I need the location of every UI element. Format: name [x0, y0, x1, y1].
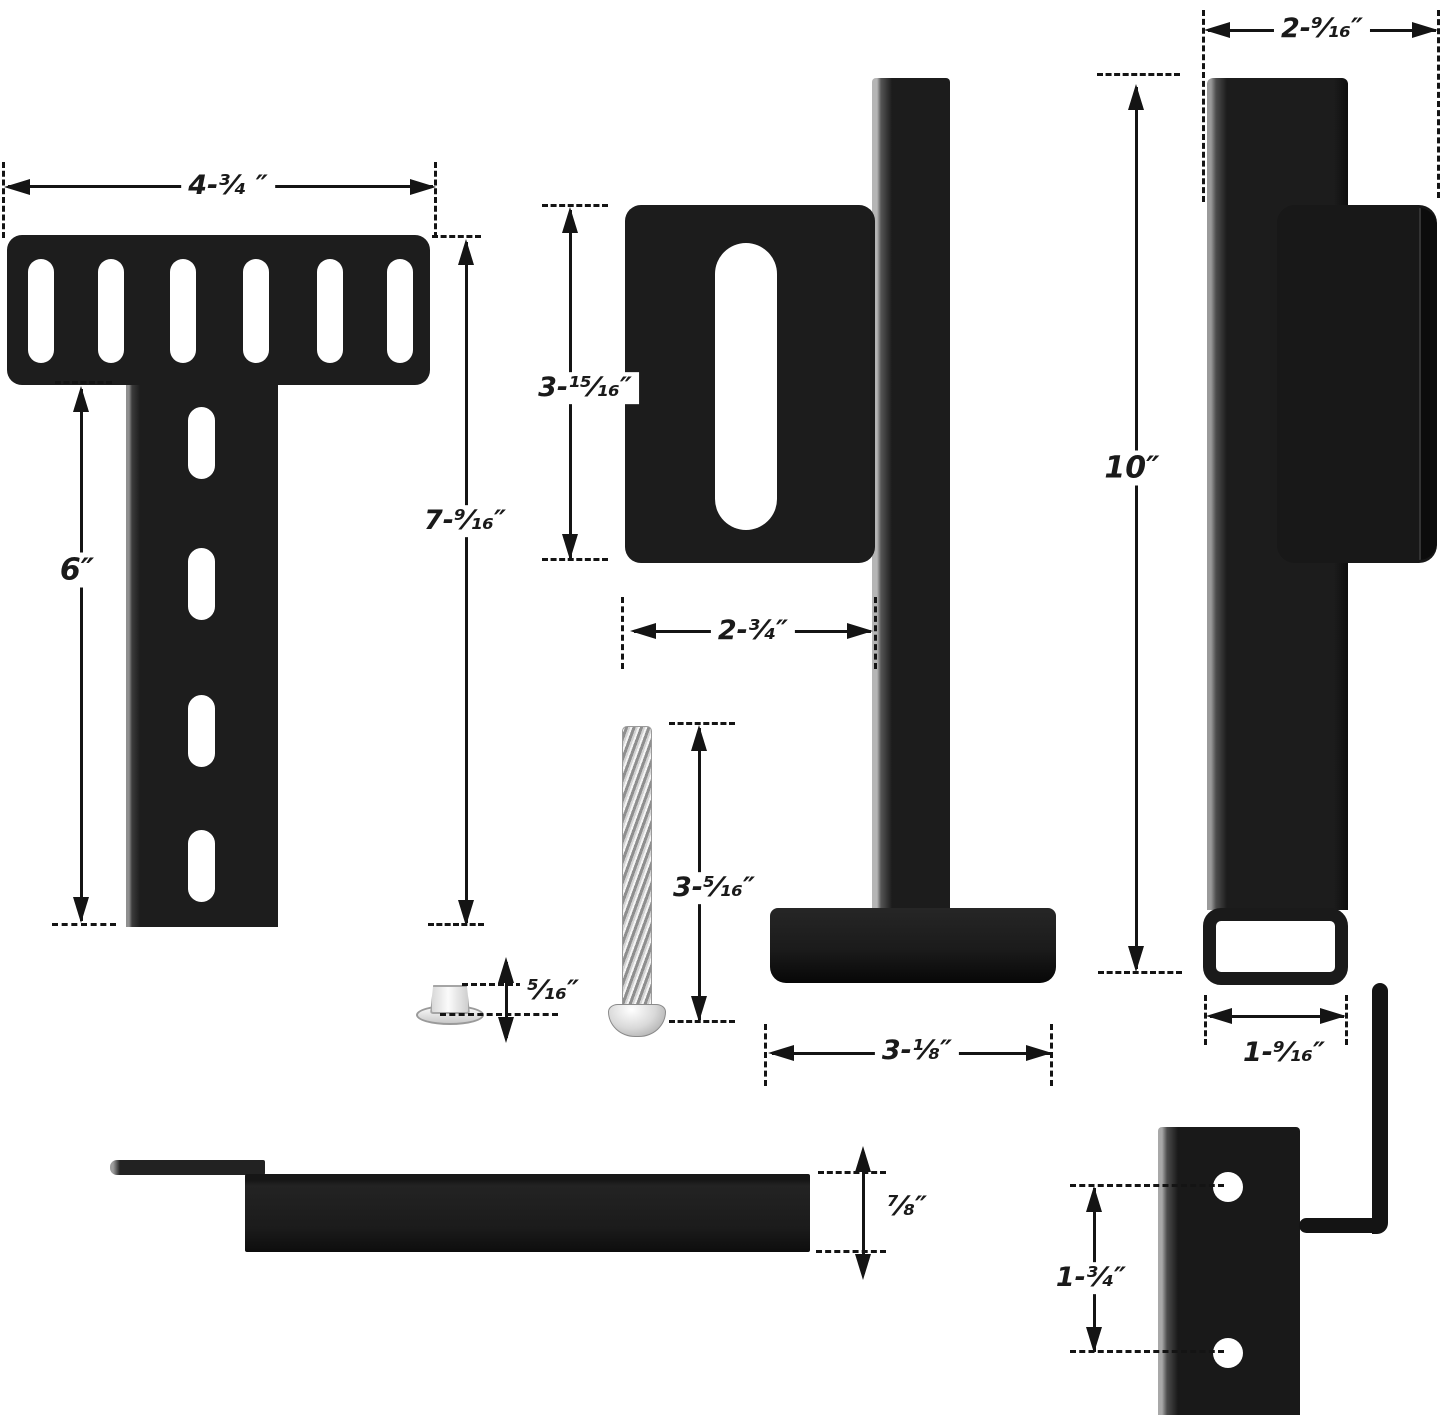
flat-bar-tab — [110, 1160, 265, 1175]
dimension-line — [505, 962, 508, 1038]
extension-line — [1437, 10, 1440, 198]
bracket-arm-slot — [188, 695, 215, 767]
extension-line — [440, 1013, 558, 1016]
dimension-line — [862, 1152, 865, 1274]
flat-bar — [245, 1174, 810, 1252]
flange-nut-cap — [430, 985, 470, 1014]
dim-label-flat-bar-thickness: ⁷⁄₈″ — [879, 1191, 935, 1223]
arrowhead-left — [768, 1045, 794, 1061]
arrowhead-right — [1320, 1008, 1346, 1024]
dim-label-tube-height: 10″ — [1097, 450, 1167, 486]
extension-line — [432, 235, 481, 238]
extension-line — [55, 381, 112, 384]
bracket-slot — [170, 259, 196, 363]
extension-line — [2, 162, 5, 238]
arrowhead-down — [1128, 946, 1144, 972]
arrowhead-down — [855, 1254, 871, 1280]
allen-key-corner — [1372, 1218, 1388, 1234]
arrowhead-left — [630, 623, 656, 639]
dim-label-hole-spacing: 1-³⁄₄″ — [1048, 1262, 1134, 1294]
extension-line — [1097, 73, 1180, 76]
extension-line — [1202, 10, 1205, 202]
arrowhead-up — [855, 1146, 871, 1172]
arrowhead-right — [1026, 1045, 1052, 1061]
extension-line — [462, 983, 558, 986]
extension-line — [669, 722, 735, 725]
dim-label-foot-width: 3-¹⁄₈″ — [874, 1035, 960, 1067]
extension-line — [1345, 995, 1348, 1045]
mounting-plate-slot — [715, 243, 777, 530]
post-foot — [770, 908, 1056, 983]
tube-open-end — [1203, 908, 1348, 985]
dim-label-bracket-width: 4-³⁄₄ ″ — [181, 170, 275, 202]
dim-label-plate-height: 3-¹⁵⁄₁₆″ — [531, 372, 639, 404]
arrowhead-up — [73, 386, 89, 412]
arrowhead-up — [1086, 1186, 1102, 1212]
hole-plate — [1158, 1127, 1300, 1415]
machine-screw-head — [608, 1004, 666, 1037]
dim-label-tube-width: 1-⁹⁄₁₆″ — [1235, 1037, 1333, 1069]
bracket-slot — [317, 259, 343, 363]
hook-bracket-lip — [1419, 208, 1437, 560]
arrowhead-left — [1204, 22, 1230, 38]
plate-hole-top — [1213, 1172, 1243, 1202]
arrowhead-up — [691, 725, 707, 751]
extension-line — [816, 1250, 886, 1253]
t-bracket-top-plate — [7, 235, 430, 385]
allen-key-long-arm — [1372, 983, 1388, 1223]
arrowhead-down — [691, 996, 707, 1022]
arrowhead-right — [1412, 22, 1438, 38]
dimension-line — [1135, 87, 1138, 969]
mounting-plate — [625, 205, 875, 563]
extension-line — [874, 597, 877, 669]
dimension-line — [465, 242, 468, 923]
arrowhead-up — [1128, 84, 1144, 110]
machine-screw-thread — [622, 726, 652, 1012]
arrowhead-down — [498, 1017, 514, 1043]
allen-key-short-arm — [1299, 1218, 1374, 1233]
extension-line — [764, 1024, 767, 1086]
arrowhead-up — [498, 957, 514, 983]
bracket-slot — [387, 259, 413, 363]
arrowhead-down — [562, 534, 578, 560]
dim-label-nut-height: ⁵⁄₁₆″ — [519, 975, 587, 1007]
bracket-slot — [243, 259, 269, 363]
bracket-arm-slot — [188, 548, 215, 620]
center-post — [872, 78, 950, 908]
arrowhead-up — [458, 239, 474, 265]
arrowhead-right — [847, 623, 873, 639]
t-bracket-arm — [126, 384, 278, 927]
extension-line — [621, 597, 624, 669]
extension-line — [542, 204, 608, 207]
bracket-slot — [98, 259, 124, 363]
dimension-line — [1210, 1015, 1344, 1018]
arrowhead-up — [562, 207, 578, 233]
arrowhead-down — [73, 897, 89, 923]
arrowhead-left — [1206, 1008, 1232, 1024]
dim-label-screw-length: 3-⁵⁄₁₆″ — [665, 872, 763, 904]
extension-line — [434, 162, 437, 238]
dim-label-plate-width: 2-³⁄₄″ — [710, 615, 796, 647]
dim-label-bracket-arm-length: 6″ — [52, 552, 102, 588]
bracket-arm-slot — [188, 407, 215, 479]
dimension-line — [80, 389, 83, 921]
arrowhead-down — [1086, 1327, 1102, 1353]
arrowhead-left — [4, 179, 30, 195]
extension-line — [818, 1171, 886, 1174]
hook-bracket — [1277, 205, 1437, 563]
extension-line — [1204, 995, 1207, 1045]
extension-line — [428, 923, 484, 926]
arrowhead-right — [410, 179, 436, 195]
dim-label-tube-depth: 2-⁹⁄₁₆″ — [1273, 13, 1371, 45]
extension-line — [1098, 971, 1182, 974]
extension-line — [1070, 1350, 1224, 1353]
extension-line — [52, 923, 116, 926]
dim-label-bracket-total-height: 7-⁹⁄₁₆″ — [416, 505, 514, 537]
extension-line — [1070, 1184, 1224, 1187]
bracket-slot — [28, 259, 54, 363]
plate-hole-bottom — [1213, 1338, 1243, 1368]
bracket-arm-slot — [188, 830, 215, 902]
arrowhead-down — [458, 900, 474, 926]
